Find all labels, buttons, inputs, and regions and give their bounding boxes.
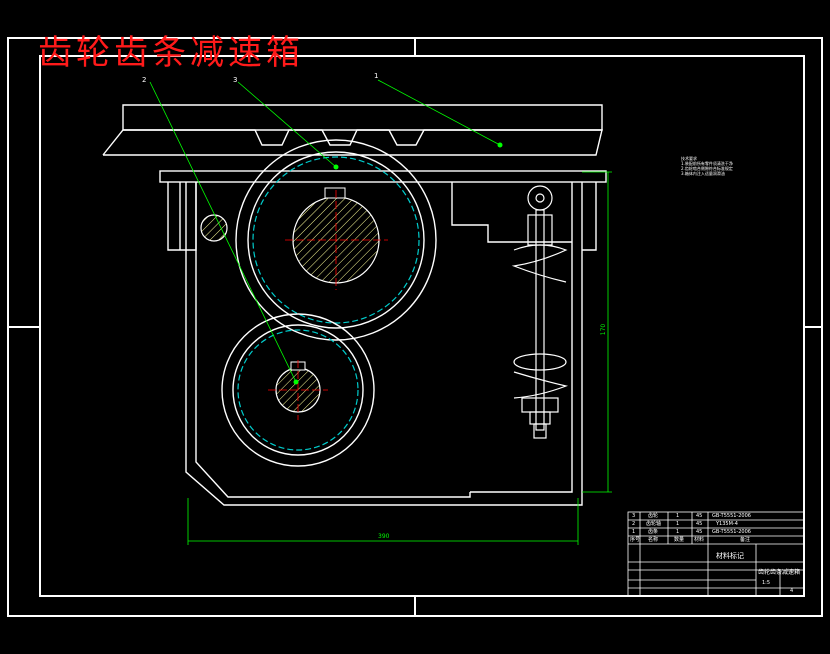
leader-dots [293, 142, 503, 385]
tb-row-name: 齿轮 [648, 513, 659, 519]
leader-lines [149, 79, 501, 383]
tb-header-material: 材料 [694, 537, 705, 543]
tb-row-material: 45 [696, 529, 703, 535]
tb-row-qty: 1 [676, 513, 680, 519]
spring-tensioner [511, 185, 569, 439]
technical-notes: 技术要求 1.装配前所有零件须清洗干净 2.齿轮啮合侧隙符合标准规定 3.箱体内… [681, 156, 771, 176]
tb-row-name: 齿轮轴 [646, 521, 662, 527]
tb-sheet: 4 [790, 588, 794, 594]
tb-row-name: 齿条 [648, 529, 659, 535]
dimension-lines [187, 171, 612, 545]
drawing-title: 齿轮齿条减速箱 [38, 33, 304, 73]
tb-material-mark: 材料标记 [716, 552, 744, 560]
tb-drawing-name: 齿轮齿条减速箱 [758, 569, 801, 576]
tb-header-remark: 备注 [740, 537, 751, 543]
sheet-frame [7, 37, 823, 617]
tb-row-qty: 1 [676, 521, 680, 527]
leader-label-1: 1 [374, 72, 379, 80]
tb-row-material: 45 [696, 521, 703, 527]
notes-line: 2.齿轮啮合侧隙符合标准规定 [681, 166, 733, 171]
width-dimension: 390 [378, 533, 390, 540]
tb-row-code: Y135M-4 [716, 521, 738, 527]
leader-label-3: 3 [233, 76, 238, 84]
tb-row-code: GB-T5551-2006 [712, 529, 751, 535]
driven-gear [235, 139, 437, 341]
gear-rack [102, 104, 603, 156]
notes-line: 3.箱体内注入适量润滑油 [681, 171, 725, 176]
tb-row-qty: 1 [676, 529, 680, 535]
side-bolt [200, 214, 228, 242]
tb-row-code: GB-T5551-2006 [712, 513, 751, 519]
leader-label-2: 2 [142, 76, 147, 84]
tb-header-no: 序号 [630, 537, 641, 543]
tb-row-no: 1 [632, 529, 636, 535]
gearbox-housing [159, 170, 607, 506]
tb-row-no: 2 [632, 521, 636, 527]
pinion-gear [221, 313, 375, 467]
notes-line: 1.装配前所有零件须清洗干净 [681, 161, 733, 166]
notes-heading: 技术要求 [681, 156, 697, 161]
tb-row-material: 45 [696, 513, 703, 519]
tb-header-qty: 数量 [674, 537, 685, 543]
tb-row-no: 3 [632, 513, 636, 519]
height-dimension: 170 [600, 323, 608, 336]
title-block-grid [627, 511, 805, 597]
tb-header-name: 名称 [648, 537, 659, 543]
tb-scale: 1:5 [762, 580, 771, 586]
